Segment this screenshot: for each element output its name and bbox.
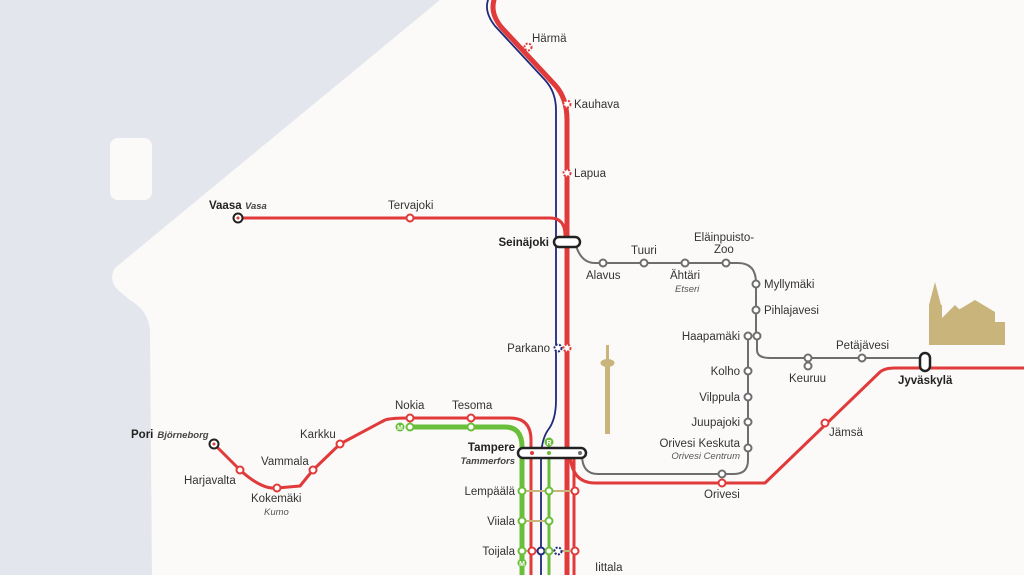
line-red-jyvaskyla[interactable] [568,366,1024,485]
line-red-main[interactable] [490,0,570,575]
badge-r: R [546,440,551,447]
label-juupajoki: Juupajoki [691,417,740,429]
label-kolho: Kolho [711,366,740,378]
label-jyvaskyla: Jyväskylä [898,375,953,387]
label-harjavalta: Harjavalta [184,475,236,487]
label-pori: Pori [131,429,153,441]
label-harma: Härmä [532,33,567,45]
label-pihlajavesi: Pihlajavesi [764,305,819,317]
station-labels: Härmä Kauhava Lapua Vaasa Vasa Tervajoki… [131,33,953,574]
badge-m: M [397,425,403,432]
label-orivesi: Orivesi [704,489,740,501]
label-vaasa-sv: Vasa [245,201,267,212]
badge-m-toijala: M [519,561,525,568]
label-tampere-sv: Tammerfors [460,456,515,467]
label-keuruu: Keuruu [789,373,826,385]
label-vaasa: Vaasa [209,200,242,212]
label-kauhava: Kauhava [574,99,620,111]
label-haapamaki: Haapamäki [682,331,740,343]
island [110,138,152,200]
label-vilppula: Vilppula [699,392,740,404]
line-blue[interactable] [486,0,557,575]
line-grey-keuruu[interactable] [756,335,926,359]
label-tampere: Tampere [468,442,515,454]
service-badges: R M M [395,422,554,568]
label-petajavesi: Petäjävesi [836,340,889,352]
label-ahtari-sv: Etseri [675,284,700,295]
label-orivesi-centrum: Orivesi Centrum [671,451,740,462]
label-alavus: Alavus [586,270,621,282]
line-red-vaasa[interactable] [236,216,567,237]
label-lapua: Lapua [574,168,607,180]
label-viiala: Viiala [487,516,516,528]
label-pori-sv: Björneborg [157,430,208,441]
tower-landmark-icon [600,345,615,434]
label-parkano: Parkano [507,343,550,355]
label-tesoma: Tesoma [452,400,493,412]
station-markers [208,42,932,556]
label-elainpuisto-1: Eläinpuisto- [694,232,754,244]
line-red-pori[interactable] [212,416,533,575]
label-orivesi-keskuta: Orivesi Keskuta [659,438,740,450]
label-jamsa: Jämsä [829,427,863,439]
label-kokemaki-sv: Kumo [264,507,289,518]
church-landmark-icon [929,282,1005,345]
line-grey-orivesi[interactable] [581,335,749,475]
label-karkku: Karkku [300,429,336,441]
label-nokia: Nokia [395,400,425,412]
label-elainpuisto-2: Zoo [714,244,734,256]
label-vammala: Vammala [261,456,309,468]
label-seinajoki: Seinäjoki [499,237,550,249]
label-lempaala: Lempäälä [464,486,515,498]
label-tuuri: Tuuri [631,245,657,257]
label-toijala: Toijala [482,546,515,558]
label-myllymaki: Myllymäki [764,279,814,291]
label-kokemaki: Kokemäki [251,493,302,505]
label-tervajoki: Tervajoki [388,200,433,212]
label-iittala: Iittala [595,562,623,574]
label-ahtari: Ähtäri [670,270,700,282]
line-grey-haapamaki[interactable] [574,241,757,337]
